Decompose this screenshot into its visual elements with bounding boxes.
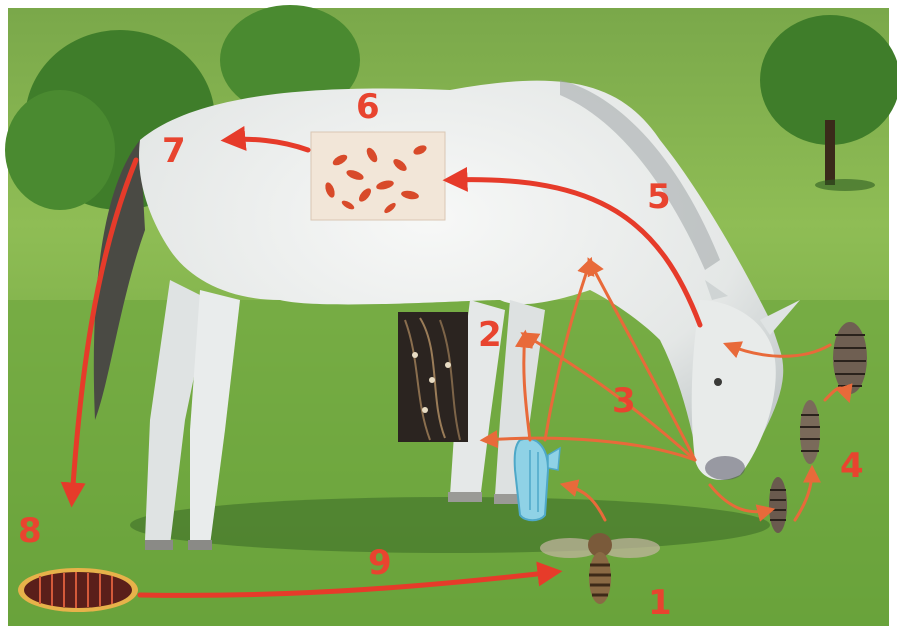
horse-ground-shadow (130, 497, 770, 553)
stage-label-9: 9 (368, 543, 392, 583)
pupa-icon (18, 568, 138, 612)
stage-label-2: 2 (478, 315, 502, 355)
stomach-larvae-photo (311, 132, 445, 220)
stage-label-1: 1 (648, 583, 672, 623)
stage-label-7: 7 (162, 131, 186, 171)
stage-label-4: 4 (840, 446, 864, 486)
stage-label-8: 8 (18, 511, 42, 551)
stage-label-6: 6 (356, 87, 380, 127)
larva-on-hair-photo (398, 312, 468, 442)
stage-label-5: 5 (647, 177, 671, 217)
stage-label-3: 3 (612, 381, 636, 421)
